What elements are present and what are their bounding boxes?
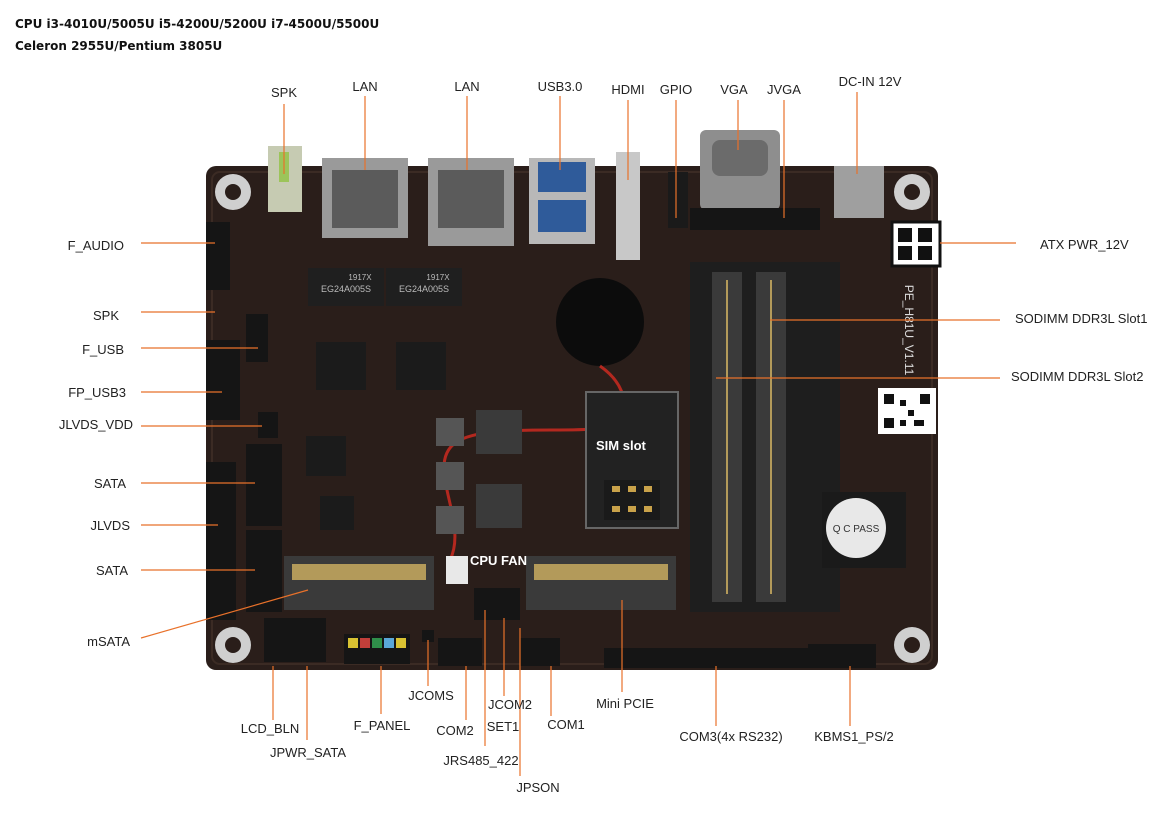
gpio-header: [668, 172, 688, 228]
label-set1: SET1: [487, 719, 520, 734]
label-cpu-fan: CPU FAN: [470, 553, 527, 568]
label-jpson: JPSON: [516, 780, 559, 795]
label-gpio: GPIO: [660, 82, 693, 97]
transformer-label-1: EG24A005S: [321, 284, 371, 294]
label-sodimm-1: SODIMM DDR3L Slot1: [1015, 311, 1147, 326]
com3-header: [604, 648, 808, 668]
cpu-spec-line: CPU i3-4010U/5005U i5-4200U/5200U i7-450…: [15, 17, 380, 31]
dc-in-jack: [834, 166, 884, 218]
top-labels: SPK LAN LAN USB3.0 HDMI GPIO VGA JVGA DC…: [271, 74, 902, 100]
label-jpwr-sata: JPWR_SATA: [270, 745, 346, 760]
label-top-spk: SPK: [271, 85, 297, 100]
f-usb-header: [246, 314, 268, 362]
jvga-header: [690, 208, 820, 230]
label-com2: COM2: [436, 723, 474, 738]
f-audio-header: [206, 222, 230, 290]
label-lan-1: LAN: [352, 79, 377, 94]
qc-pass-text: Q C PASS: [833, 524, 880, 535]
spec-header: CPU i3-4010U/5005U i5-4200U/5200U i7-450…: [15, 13, 379, 57]
label-msata: mSATA: [87, 634, 130, 649]
lan-transformer-1: [308, 268, 384, 306]
transformer-code-1: 1917X: [348, 273, 372, 282]
lan-transformer-2: [386, 268, 462, 306]
jlvds-header: [206, 462, 236, 620]
audio-codec: [320, 496, 354, 530]
sata-port-2: [246, 530, 282, 612]
label-kbms: KBMS1_PS/2: [814, 729, 894, 744]
mounting-hole-tl: [215, 174, 251, 210]
mounting-hole-br: [894, 627, 930, 663]
label-sata-2: SATA: [96, 563, 128, 578]
board-model-text: PE_H81U_V1.11: [902, 285, 916, 376]
transformer-label-2: EG24A005S: [399, 284, 449, 294]
label-sata-1: SATA: [94, 476, 126, 491]
jcoms-jumper: [422, 630, 434, 642]
f-panel-header: [344, 634, 410, 664]
lan-controller-1: [316, 342, 366, 390]
label-usb3: USB3.0: [538, 79, 583, 94]
label-f-audio: F_AUDIO: [68, 238, 124, 253]
power-choke-1: [476, 410, 522, 454]
transformer-code-2: 1917X: [426, 273, 450, 282]
qc-pass-sticker: [826, 498, 886, 558]
label-com1: COM1: [547, 717, 585, 732]
jpwr-sata-header: [264, 618, 326, 662]
label-mini-pcie: Mini PCIE: [596, 696, 654, 711]
com1-header: [520, 638, 560, 666]
label-dc-in: DC-IN 12V: [839, 74, 902, 89]
power-choke-2: [476, 484, 522, 528]
label-fp-usb3: FP_USB3: [68, 385, 126, 400]
mounting-hole-tr: [894, 174, 930, 210]
label-jrs485-422: JRS485_422: [443, 753, 518, 768]
kbms-header: [808, 644, 876, 668]
bottom-labels: LCD_BLN JPWR_SATA F_PANEL JCOMS COM2 JCO…: [241, 688, 894, 795]
label-jcom2: JCOM2: [488, 697, 532, 712]
label-hdmi: HDMI: [611, 82, 644, 97]
leader-lines: [140, 92, 1016, 776]
label-lan-2: LAN: [454, 79, 479, 94]
label-lcd-bln: LCD_BLN: [241, 721, 300, 736]
label-sodimm-2: SODIMM DDR3L Slot2: [1011, 369, 1143, 384]
label-f-panel: F_PANEL: [354, 718, 411, 733]
label-com3: COM3(4x RS232): [679, 729, 782, 744]
cpu-fan-header: [446, 556, 468, 584]
label-jlvds: JLVDS: [91, 518, 131, 533]
sata-port-1: [246, 444, 282, 526]
label-vga: VGA: [720, 82, 748, 97]
jlvds-vdd-header: [258, 412, 278, 438]
label-f-usb: F_USB: [82, 342, 124, 357]
lan-controller-2: [396, 342, 446, 390]
left-labels: F_AUDIO SPK F_USB FP_USB3 JLVDS_VDD SATA…: [59, 238, 133, 649]
on-board-labels: SIM slot CPU FAN: [470, 438, 647, 568]
super-io-chip: [306, 436, 346, 476]
label-atx-pwr: ATX PWR_12V: [1040, 237, 1129, 252]
jrs485-422-jumper: [474, 588, 520, 620]
label-jlvds-vdd: JLVDS_VDD: [59, 417, 133, 432]
right-labels: ATX PWR_12V SODIMM DDR3L Slot1 SODIMM DD…: [1011, 237, 1147, 384]
com2-header: [438, 638, 482, 666]
fp-usb3-header: [206, 340, 240, 420]
label-sim-slot: SIM slot: [596, 438, 647, 453]
motherboard: EG24A005S EG24A005S 1917X 1917X: [206, 130, 942, 670]
celeron-spec-line: Celeron 2955U/Pentium 3805U: [15, 39, 223, 53]
label-left-spk: SPK: [93, 308, 119, 323]
mounting-hole-bl: [215, 627, 251, 663]
label-jcoms: JCOMS: [408, 688, 454, 703]
cmos-battery: [556, 278, 644, 366]
label-jvga: JVGA: [767, 82, 801, 97]
